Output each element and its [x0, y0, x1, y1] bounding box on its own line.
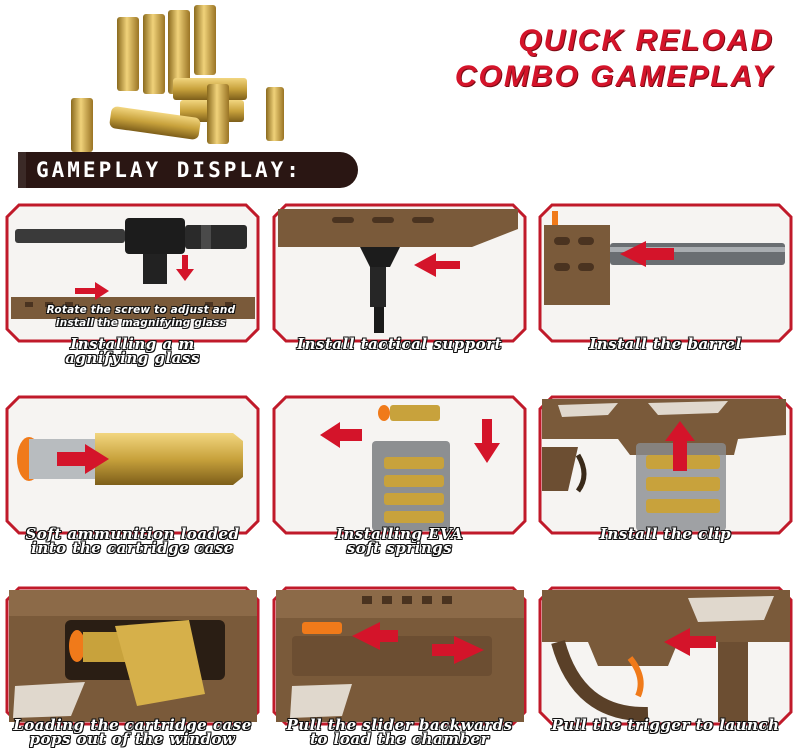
bipod-icon [278, 209, 518, 333]
banner-label: GAMEPLAY DISPLAY: [36, 158, 302, 182]
panel-caption: Loading the cartridge case pops out of t… [13, 716, 252, 748]
trigger-icon [542, 590, 790, 722]
clip-icon [542, 399, 786, 531]
ejection-icon [9, 590, 257, 722]
shell-casings-image [71, 5, 284, 152]
panel-eva-springs: Installing EVA soft springs [272, 395, 527, 556]
panel-caption: Pull the trigger to launch [551, 716, 780, 734]
panel-caption: Installing EVA soft springs [335, 525, 464, 557]
panel-soft-ammunition: Soft ammunition loaded into the cartridg… [5, 395, 260, 556]
panel-slider: Pull the slider backwards to load the ch… [272, 586, 527, 747]
panel-caption: Install the clip [599, 525, 732, 543]
panel-magnifying-glass: Rotate the screw to adjust and install t… [5, 203, 260, 366]
panel-ejection: Loading the cartridge case pops out of t… [5, 586, 260, 747]
panel-caption: Install the barrel [589, 335, 742, 353]
gameplay-display-banner: GAMEPLAY DISPLAY: [18, 152, 358, 188]
panel-tactical-support: Install tactical support [272, 203, 527, 352]
barrel-icon [544, 211, 785, 305]
panel-caption: Pull the slider backwards to load the ch… [286, 716, 513, 748]
panel-trigger: Pull the trigger to launch [538, 586, 793, 733]
magazine-icon [320, 405, 500, 531]
panel-barrel: Install the barrel [538, 203, 793, 352]
panel-caption: Soft ammunition loaded into the cartridg… [25, 525, 240, 557]
headline-combo-gameplay: COMBO GAMEPLAY [454, 60, 774, 93]
panel-caption: Install tactical support [297, 335, 502, 353]
slider-icon [276, 590, 524, 722]
scope-icon [11, 218, 255, 319]
headline-quick-reload: QUICK RELOAD [518, 24, 774, 57]
panel-note: Rotate the screw to adjust and install t… [46, 304, 236, 329]
panel-caption: Installing a m agnifying glass [65, 335, 200, 367]
banner-accent-bar [18, 152, 26, 188]
panel-install-clip: Install the clip [538, 395, 793, 542]
cartridge-icon [17, 433, 243, 485]
